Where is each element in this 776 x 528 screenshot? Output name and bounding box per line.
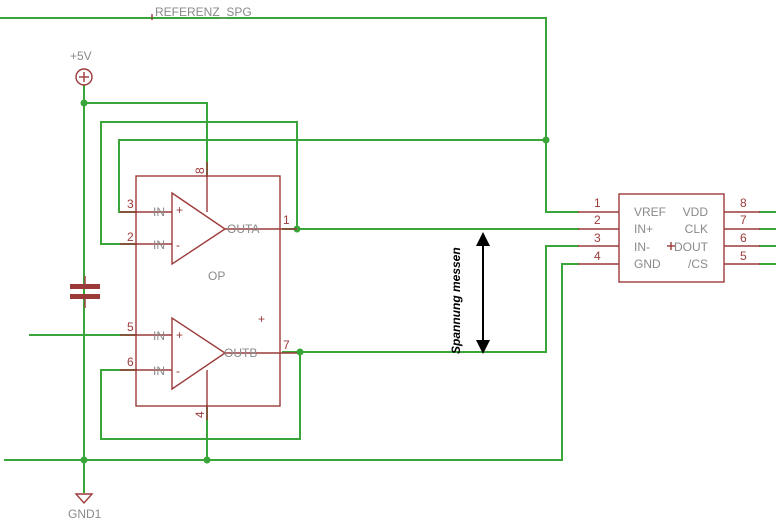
wire-referenz[interactable] (0, 17, 579, 213)
adc-label-vdd: VDD (683, 205, 709, 219)
capacitor-plate-bottom (70, 294, 100, 299)
opamp-a-triangle (171, 191, 227, 266)
junction-dot (203, 456, 211, 464)
opamp-supply-plus-sign: + (258, 312, 265, 326)
capacitor-plate-top (70, 284, 100, 289)
supply-circle-icon (75, 68, 93, 86)
wire-vcc-pin8[interactable] (83, 102, 208, 177)
pin-number-7: 7 (283, 338, 290, 352)
measurement-arrow-down-icon (476, 340, 490, 354)
adc-pin-number-8: 8 (740, 196, 747, 210)
adc-pin-number-2: 2 (594, 213, 601, 227)
opamp-b-plus-sign: + (176, 328, 183, 342)
pin-number-4: 4 (193, 411, 207, 418)
junction-dot (80, 456, 88, 464)
opamp-label-in-minus-a: IN (153, 238, 165, 252)
pin-number-6: 6 (127, 355, 134, 369)
wire-gnd-rail[interactable] (4, 263, 579, 461)
opamp-body (135, 175, 281, 407)
net-label-referenz: REFERENZ_SPG (155, 5, 252, 19)
wires (0, 17, 776, 493)
wire-opa-feedback-minus[interactable] (100, 121, 298, 245)
opamp-a-plus-sign: + (176, 203, 183, 217)
ground-symbol[interactable]: GND1 (68, 493, 102, 521)
adc-label-in-minus: IN- (634, 240, 650, 254)
opamp-name: OP (208, 269, 225, 283)
pin-number-2: 2 (127, 230, 134, 244)
adc-pin-number-6: 6 (740, 231, 747, 245)
wire-outb[interactable] (282, 245, 579, 353)
adc-label-gnd: GND (634, 257, 661, 271)
adc-label-in-plus: IN+ (634, 222, 653, 236)
adc-chip[interactable]: 1 2 3 4 8 7 6 5 VREF IN+ IN- GND VDD CLK… (578, 193, 760, 283)
adc-label-dout: DOUT (674, 240, 709, 254)
adc-pin-number-4: 4 (594, 249, 601, 263)
adc-label-cs: /CS (688, 257, 708, 271)
ground-label: GND1 (68, 507, 102, 521)
adc-body (618, 193, 725, 283)
measurement-arrow-up-icon (476, 232, 490, 246)
opamp-label-in-plus-a: IN (153, 205, 165, 219)
ground-triangle-icon (74, 493, 94, 505)
opamp[interactable]: 3 2 5 6 1 7 8 4 IN IN IN IN OUTA OUTB OP… (120, 162, 297, 420)
adc-pin-number-1: 1 (594, 196, 601, 210)
opamp-b-minus-sign: - (176, 364, 180, 378)
pin-number-3: 3 (127, 197, 134, 211)
adc-pin-number-7: 7 (740, 213, 747, 227)
measurement-label: Spannung messen (449, 247, 463, 354)
pin-number-5: 5 (127, 320, 134, 334)
adc-label-clk: CLK (685, 222, 708, 236)
junction-dot (296, 348, 304, 356)
pin-number-8: 8 (193, 167, 207, 174)
capacitor[interactable] (70, 276, 100, 308)
adc-label-vref: VREF (634, 205, 666, 219)
opamp-b-triangle (171, 316, 227, 391)
supply-label: +5V (70, 49, 92, 63)
measurement-annotation: Spannung messen (449, 232, 490, 354)
junctions (80, 99, 550, 464)
opamp-a-minus-sign: - (176, 238, 180, 252)
adc-pin-number-5: 5 (740, 249, 747, 263)
pin-number-1: 1 (283, 213, 290, 227)
junction-dot (80, 99, 88, 107)
adc-pin-number-3: 3 (594, 231, 601, 245)
opamp-label-outb: OUTB (224, 346, 257, 360)
supply-symbol[interactable]: +5V (70, 49, 93, 86)
opamp-label-in-minus-b: IN (153, 364, 165, 378)
opamp-label-in-plus-b: IN (153, 329, 165, 343)
wire-opb-feedback-minus[interactable] (100, 351, 301, 440)
junction-dot (542, 136, 550, 144)
opamp-label-outa: OUTA (227, 222, 259, 236)
